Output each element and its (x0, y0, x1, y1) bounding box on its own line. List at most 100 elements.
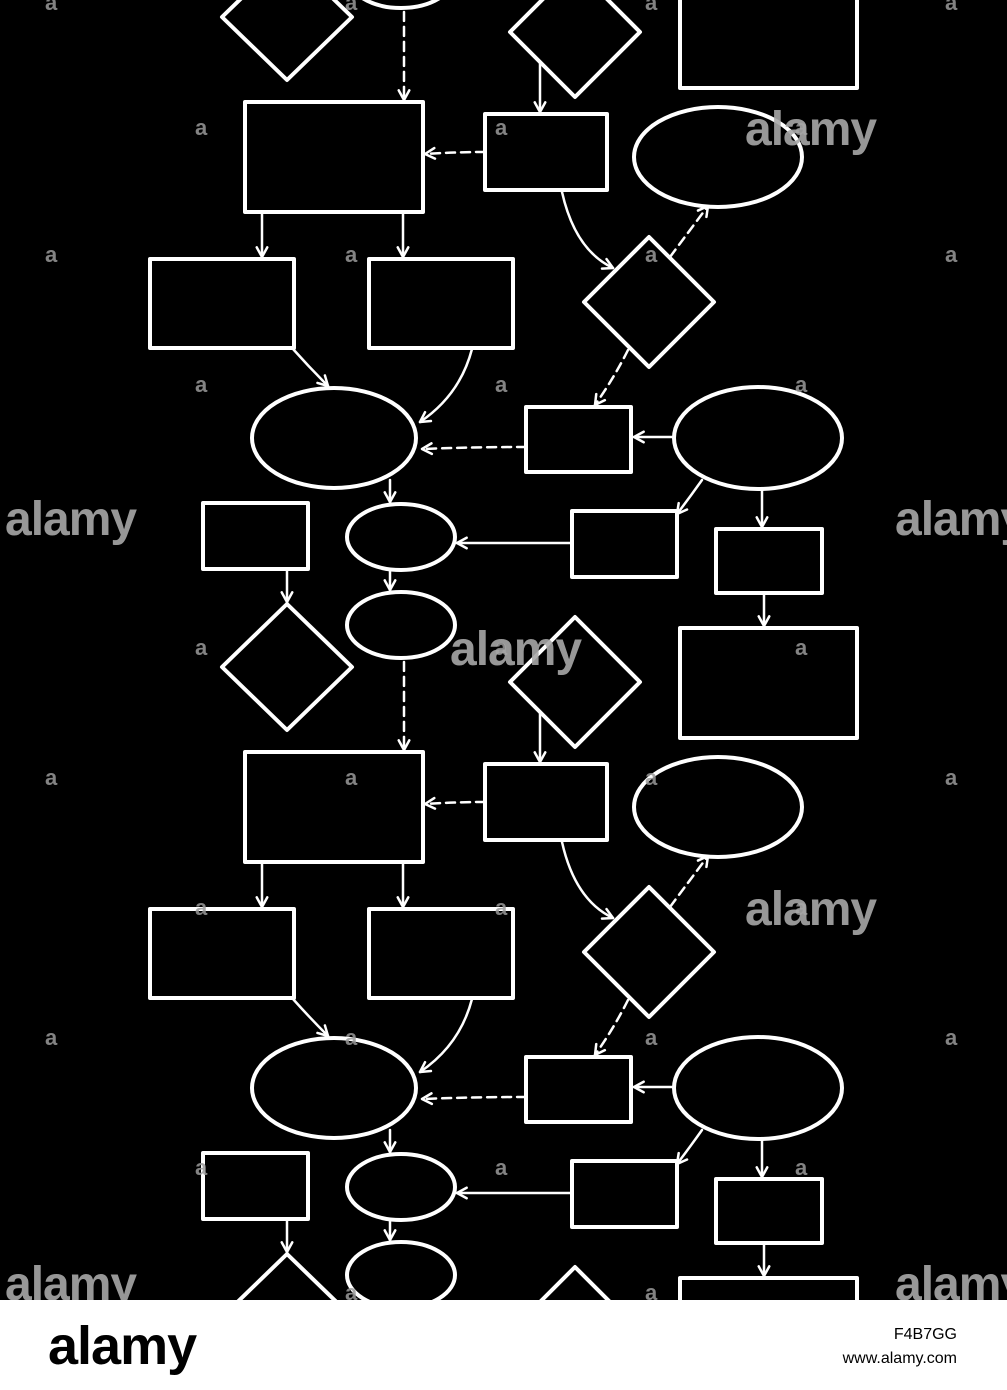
watermark-mark: a (345, 1280, 358, 1300)
decision-diamond (582, 235, 716, 369)
arrowhead (418, 1060, 433, 1074)
terminal-ellipse (345, 1152, 457, 1222)
watermark-logo: alamy (895, 1258, 1007, 1300)
watermark-mark: a (795, 372, 808, 397)
decision-diamond (508, 615, 642, 749)
decision-diamond (539, 1265, 611, 1300)
watermark-logo: alamy (895, 493, 1007, 546)
watermark-mark: a (195, 895, 208, 920)
decision-diamond (220, 602, 354, 732)
watermark-logo: alamy (745, 883, 877, 936)
watermark-mark: a (45, 0, 58, 15)
watermark-mark: a (795, 895, 808, 920)
watermark-logo: alamy (5, 1258, 137, 1300)
process-box (483, 112, 609, 192)
watermark-mark: a (495, 372, 508, 397)
process-box (678, 626, 859, 740)
watermark-mark: a (345, 765, 358, 790)
arrowhead (383, 579, 397, 592)
connector (291, 997, 330, 1038)
connector (560, 190, 615, 270)
connector (418, 347, 474, 424)
arrowhead (632, 1080, 645, 1094)
terminal-ellipse (632, 755, 804, 859)
process-box (201, 501, 310, 571)
process-box (570, 1159, 679, 1229)
watermark-mark: a (195, 1155, 208, 1180)
arrowhead (316, 374, 330, 388)
connector (291, 347, 330, 388)
flowchart-tile (148, 660, 859, 1300)
watermark-mark: a (945, 242, 958, 267)
dashed-connector (668, 204, 710, 259)
watermark-mark: a (345, 0, 358, 15)
connector (675, 1128, 704, 1166)
watermark-mark: a (345, 1025, 358, 1050)
process-box (678, 1276, 859, 1300)
terminal-ellipse (345, 502, 457, 572)
dashed-connector (423, 800, 487, 806)
arrowhead (632, 430, 645, 444)
process-box (524, 405, 633, 474)
terminal-ellipse (250, 386, 418, 490)
watermark-mark: a (945, 0, 958, 15)
watermark-mark: a (645, 0, 658, 15)
watermark-mark: a (645, 765, 658, 790)
footer-url[interactable]: www.alamy.com (842, 1350, 957, 1367)
watermark-mark: a (495, 895, 508, 920)
terminal-ellipse (345, 590, 457, 660)
arrowhead (420, 442, 434, 456)
terminal-ellipse (361, 0, 441, 10)
terminal-ellipse (345, 1240, 457, 1300)
process-box (367, 907, 515, 1000)
watermark-mark: a (495, 115, 508, 140)
terminal-ellipse (250, 1036, 418, 1140)
process-box (367, 257, 515, 350)
process-box (714, 527, 824, 595)
decision-diamond (508, 0, 642, 99)
watermark-mark: a (45, 765, 58, 790)
watermark-mark: a (645, 1280, 658, 1300)
process-box (148, 907, 296, 1000)
watermark-mark: a (195, 635, 208, 660)
decision-diamond (582, 885, 716, 1019)
watermark-mark: a (795, 635, 808, 660)
arrowhead (316, 1024, 330, 1038)
process-box (148, 257, 296, 350)
watermark-mark: a (945, 1025, 958, 1050)
watermark-mark: a (495, 1155, 508, 1180)
process-box (483, 762, 609, 842)
dashed-connector (593, 348, 630, 407)
flowchart-tile (220, 0, 859, 99)
decision-diamond (220, 0, 354, 82)
arrowhead (383, 1141, 397, 1154)
dashed-connector (420, 1095, 528, 1101)
watermark-logo: alamy (745, 103, 877, 156)
watermark-logo: alamy (450, 623, 582, 676)
flowchart-tiles (148, 0, 859, 1300)
watermark-mark: a (795, 115, 808, 140)
image-id: F4B7GG (893, 1326, 957, 1343)
footer-bar: alamy F4B7GG www.alamy.com (0, 1300, 1007, 1390)
watermark-mark: a (45, 242, 58, 267)
arrowhead (600, 257, 615, 270)
dashed-connector (423, 150, 487, 156)
watermark-mark: a (45, 1025, 58, 1050)
dashed-connector (668, 854, 710, 909)
arrowhead (420, 1092, 434, 1106)
arrowhead (418, 410, 433, 424)
watermark-mark: a (945, 765, 958, 790)
process-box (678, 0, 859, 90)
connector (560, 840, 615, 920)
flowchart-tile (148, 10, 859, 749)
footer-logo[interactable]: alamy (48, 1316, 197, 1376)
process-box (243, 750, 425, 864)
terminal-ellipse (672, 385, 844, 491)
decision-diamond (236, 1252, 338, 1300)
process-box (524, 1055, 633, 1124)
dashed-connector (420, 445, 528, 451)
watermark-mark: a (345, 242, 358, 267)
